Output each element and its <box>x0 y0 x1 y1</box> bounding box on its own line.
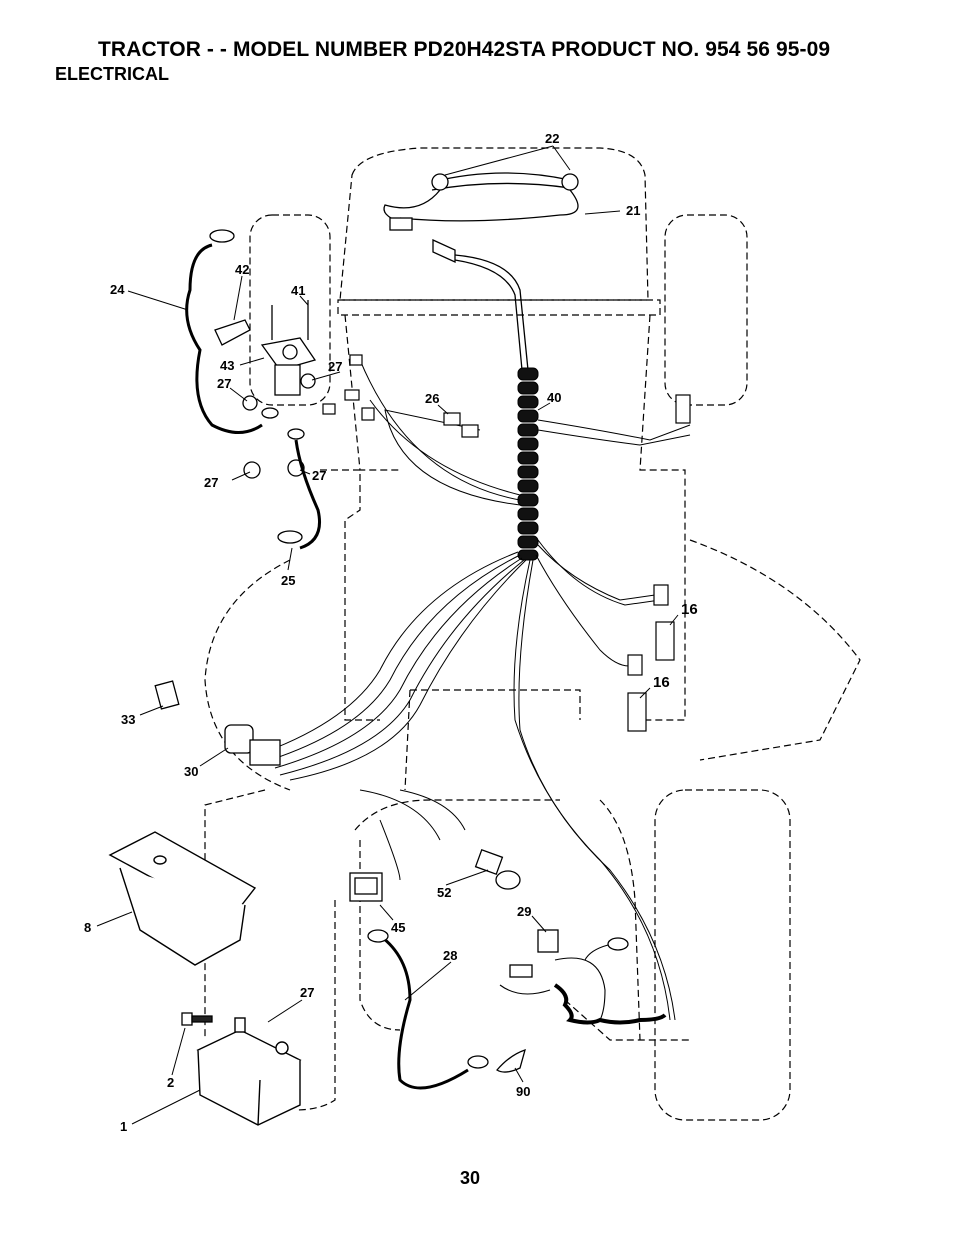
callout-29: 29 <box>517 904 532 919</box>
tractor-outline <box>204 147 861 1121</box>
callout-45: 45 <box>391 920 406 935</box>
callout-25: 25 <box>281 573 296 588</box>
leader-lines <box>96 145 679 1125</box>
callout-40: 40 <box>547 390 562 405</box>
battery-cable-24 <box>185 243 263 434</box>
callout-16-b: 16 <box>653 674 670 691</box>
callout-27-a: 27 <box>217 376 232 391</box>
callout-28: 28 <box>443 948 458 963</box>
callout-42: 42 <box>235 262 250 277</box>
harness-loom <box>517 367 539 561</box>
components-lower <box>349 848 559 1073</box>
callout-27-e: 27 <box>300 985 315 1000</box>
callout-27-c: 27 <box>204 475 219 490</box>
callout-21: 21 <box>626 203 641 218</box>
callout-22: 22 <box>545 131 560 146</box>
ignition-switch <box>154 680 281 766</box>
callout-43: 43 <box>220 358 235 373</box>
callout-41: 41 <box>291 283 306 298</box>
callout-52: 52 <box>437 885 452 900</box>
battery-box <box>108 831 257 966</box>
solenoid-assembly <box>214 300 317 479</box>
callout-33: 33 <box>121 712 136 727</box>
page-number: 30 <box>460 1168 481 1188</box>
callout-27-b: 27 <box>328 359 343 374</box>
callout-27-d: 27 <box>312 468 327 483</box>
callout-16-a: 16 <box>681 601 698 618</box>
callout-30: 30 <box>184 764 199 779</box>
wire-near-29 <box>499 944 609 1021</box>
callout-8: 8 <box>84 920 92 935</box>
headlight-harness <box>383 172 579 371</box>
connectors <box>322 354 691 732</box>
page-title: TRACTOR - - MODEL NUMBER PD20H42STA PROD… <box>98 38 831 61</box>
callout-26: 26 <box>425 391 440 406</box>
callout-24: 24 <box>110 282 125 297</box>
cable-25 <box>294 439 321 550</box>
bolt <box>181 1012 213 1026</box>
callout-1: 1 <box>120 1119 128 1134</box>
harness-wires <box>264 359 691 1021</box>
cable-28 <box>382 936 469 1090</box>
battery <box>196 1017 302 1126</box>
section-heading: ELECTRICAL <box>55 64 169 84</box>
callout-90: 90 <box>516 1084 531 1099</box>
callout-2: 2 <box>167 1075 175 1090</box>
coiled-wire <box>553 983 667 1025</box>
